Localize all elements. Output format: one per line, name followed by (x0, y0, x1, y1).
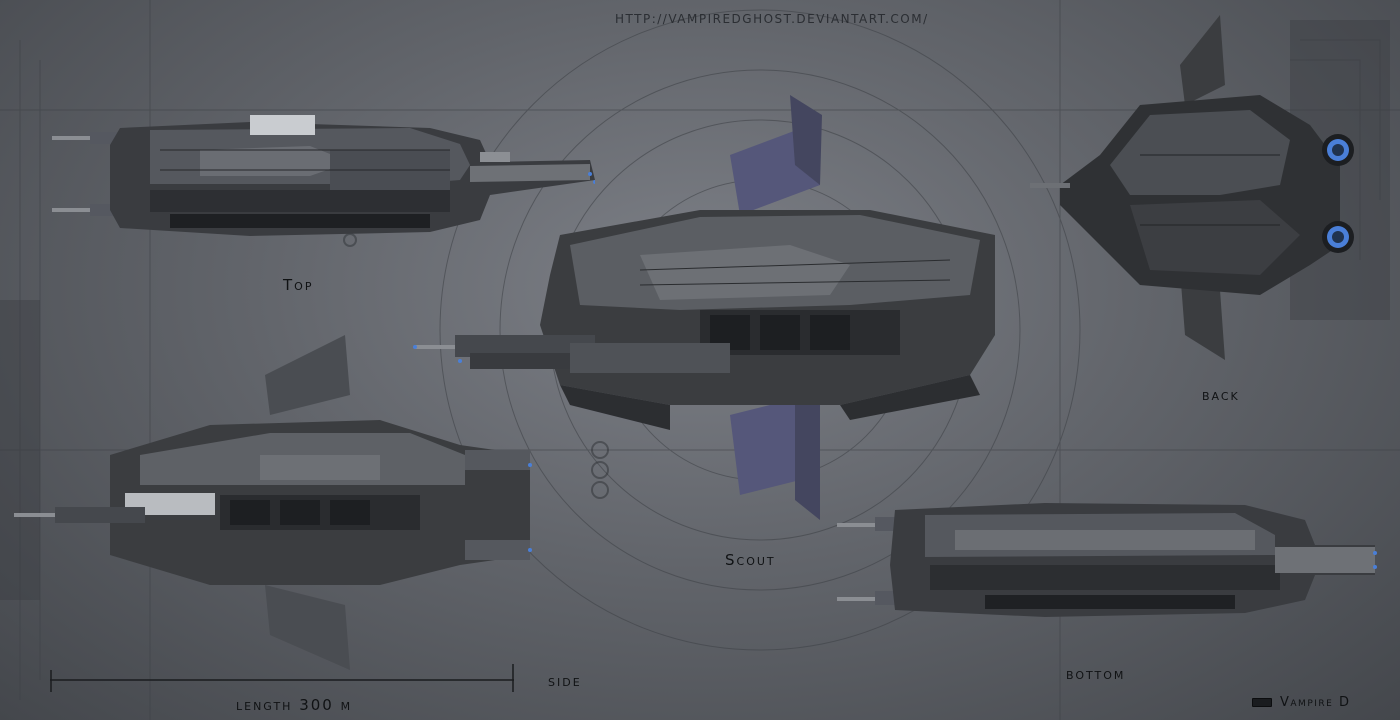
scale-label: length 300 m (236, 696, 353, 714)
signature-text: Vampire D (1280, 695, 1351, 710)
scale-bar (50, 664, 514, 692)
ship-side-view (14, 335, 532, 670)
artist-url: HTTP://VAMPIREDGHOST.DEVIANTART.COM/ (615, 12, 929, 26)
label-top-view: Top (283, 276, 314, 294)
ship-scout-view (413, 95, 995, 520)
ship-back-view (1030, 15, 1354, 360)
label-back-view: back (1202, 386, 1240, 404)
signature: Vampire D (1252, 695, 1350, 710)
label-bottom-view: bottom (1066, 665, 1126, 683)
signature-mark (1252, 698, 1272, 707)
label-side-view: side (548, 672, 582, 690)
ship-top-view (52, 115, 595, 236)
label-scout-view: Scout (725, 551, 776, 569)
ship-bottom-view (837, 503, 1377, 617)
